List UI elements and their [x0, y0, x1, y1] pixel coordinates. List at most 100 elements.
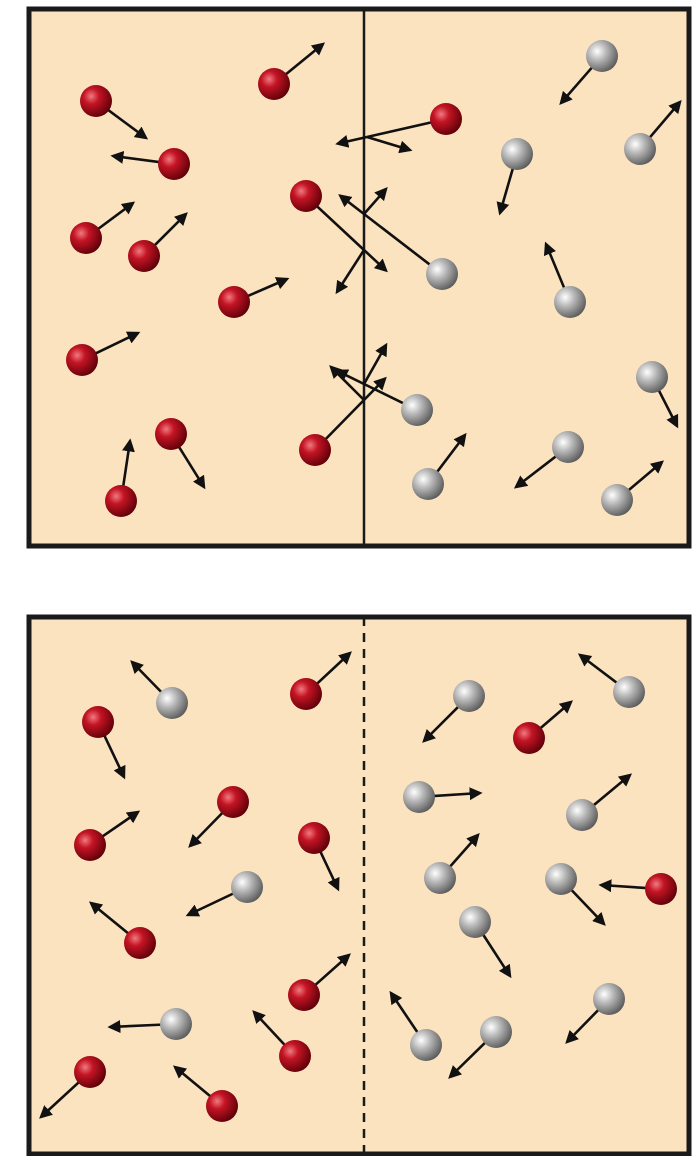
- velocity-arrow: [435, 432, 467, 474]
- red-particle-ball: [66, 344, 98, 376]
- gray-particle: [459, 906, 512, 979]
- velocity-arrow: [577, 653, 619, 685]
- gray-particle-ball: [231, 871, 263, 903]
- red-particle-ball: [206, 1090, 238, 1122]
- velocity-arrow: [543, 241, 566, 290]
- red-particle: [298, 822, 340, 892]
- red-particle: [128, 212, 188, 272]
- red-particle-ball: [124, 927, 156, 959]
- gray-particle: [543, 241, 586, 318]
- gray-particle: [424, 833, 480, 894]
- gray-particle-ball: [586, 40, 618, 72]
- incoming-path: [366, 120, 433, 139]
- red-particle-ball: [279, 1040, 311, 1072]
- panel-bottom: [26, 614, 692, 1156]
- gray-particle-ball: [410, 1029, 442, 1061]
- velocity-arrow: [315, 651, 352, 686]
- red-particle: [80, 85, 149, 140]
- incoming-path: [363, 382, 406, 406]
- gray-particle-ball: [156, 687, 188, 719]
- red-particle: [188, 786, 249, 848]
- red-particle-ball: [80, 85, 112, 117]
- gray-particle-ball: [480, 1016, 512, 1048]
- red-particle-ball: [258, 68, 290, 100]
- velocity-arrow: [569, 888, 606, 926]
- velocity-arrow: [496, 167, 515, 216]
- gray-particle: [334, 342, 433, 426]
- gray-particle-ball: [593, 983, 625, 1015]
- red-particle: [82, 706, 126, 780]
- red-particle-ball: [128, 240, 160, 272]
- velocity-arrow: [448, 833, 480, 869]
- velocity-arrow: [591, 773, 632, 808]
- red-particle: [288, 953, 351, 1011]
- gray-particle-ball: [613, 676, 645, 708]
- red-particle: [105, 438, 137, 517]
- gray-particle: [566, 773, 632, 831]
- gray-particle: [338, 187, 458, 290]
- incoming-path: [363, 212, 432, 267]
- red-particle-ball: [290, 678, 322, 710]
- gray-particle: [636, 361, 679, 429]
- velocity-arrow: [481, 933, 512, 979]
- velocity-arrow: [39, 1080, 81, 1119]
- velocity-arrow: [94, 331, 141, 356]
- red-particle: [66, 331, 141, 376]
- velocity-arrow: [246, 277, 290, 298]
- velocity-arrow: [252, 1010, 287, 1047]
- gray-particle-ball: [566, 799, 598, 831]
- velocity-arrow: [172, 1065, 213, 1099]
- reflected-velocity-arrow: [366, 135, 413, 154]
- velocity-arrow: [432, 787, 483, 801]
- gray-particle-ball: [601, 484, 633, 516]
- velocity-arrow: [448, 1040, 487, 1079]
- gray-particle: [559, 40, 618, 105]
- red-particle-ball: [217, 786, 249, 818]
- red-particle-ball: [513, 722, 545, 754]
- gray-particle-ball: [501, 138, 533, 170]
- velocity-arrow: [188, 811, 225, 848]
- reflected-velocity-arrow: [362, 342, 388, 385]
- gray-particle: [577, 653, 645, 708]
- gray-particle-ball: [636, 361, 668, 393]
- reflected-velocity-arrow: [363, 187, 388, 215]
- gray-particle-ball: [424, 862, 456, 894]
- red-particle: [252, 1010, 311, 1072]
- velocity-arrow: [110, 150, 161, 164]
- gray-particle: [403, 781, 483, 813]
- red-particle-ball: [218, 286, 250, 318]
- panel-top: [26, 6, 692, 549]
- gray-particle: [389, 990, 442, 1061]
- red-particle: [598, 873, 677, 905]
- red-particle-ball: [645, 873, 677, 905]
- red-particle-ball: [105, 485, 137, 517]
- gray-particle-ball: [412, 468, 444, 500]
- gray-particle: [185, 871, 263, 917]
- velocity-arrow: [130, 660, 164, 694]
- velocity-arrow: [565, 1008, 601, 1044]
- velocity-arrow: [626, 460, 664, 492]
- red-particle-ball: [430, 103, 462, 135]
- red-particle-ball: [290, 180, 322, 212]
- reflected-velocity-arrow: [335, 249, 366, 295]
- velocity-arrow: [121, 438, 135, 488]
- red-particle-ball: [82, 706, 114, 738]
- gray-particle-ball: [453, 680, 485, 712]
- blocked-direction-arrow: [334, 369, 365, 386]
- velocity-arrow: [657, 388, 679, 429]
- red-particle: [218, 277, 290, 318]
- velocity-arrow: [389, 990, 420, 1035]
- red-particle: [290, 651, 352, 710]
- gray-particle: [130, 660, 188, 719]
- gray-particle-ball: [624, 133, 656, 165]
- red-particle-ball: [299, 434, 331, 466]
- red-particle: [258, 42, 326, 100]
- velocity-arrow: [313, 953, 351, 987]
- red-particle: [155, 418, 206, 490]
- gray-particle: [496, 138, 533, 216]
- gray-particle-ball: [552, 431, 584, 463]
- red-particle: [88, 901, 156, 959]
- blocked-direction-arrow: [363, 249, 388, 273]
- gray-particle: [624, 100, 682, 165]
- gray-particle-ball: [401, 394, 433, 426]
